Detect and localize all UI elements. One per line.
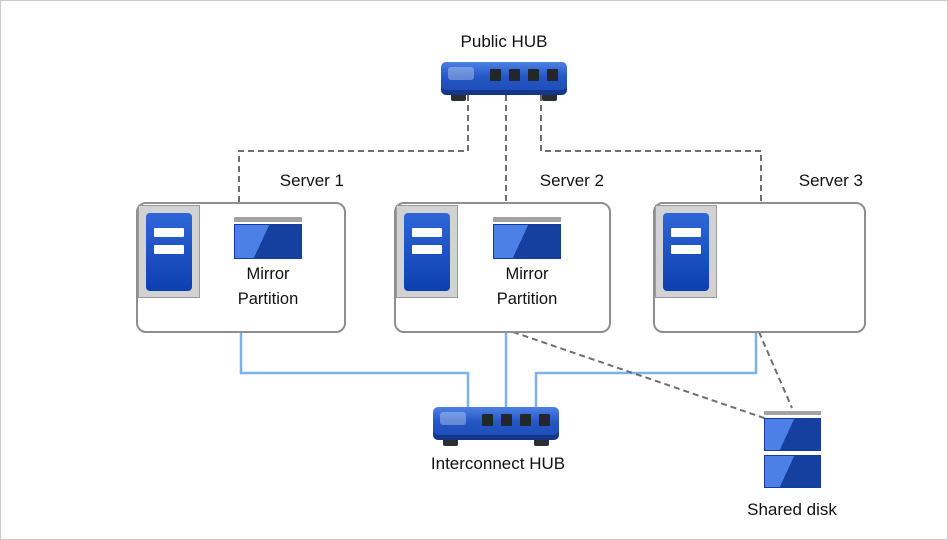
hub-port-icon: [547, 69, 558, 81]
blue-link-server1-interconnect: [239, 332, 470, 407]
hub-foot-icon: [542, 92, 557, 101]
hub-port-icon: [528, 69, 539, 81]
interconnect-hub-icon: [433, 407, 559, 446]
shared-disk-platter-icon: [764, 418, 821, 451]
dashed-link-publichub-server1: [238, 95, 469, 202]
hub-ports-icon: [482, 414, 550, 426]
hub-port-icon: [539, 414, 550, 426]
hub-body-icon: [441, 62, 567, 95]
hub-foot-icon: [443, 437, 458, 446]
dashed-link-server2-shareddisk: [512, 331, 768, 420]
hub-ports-icon: [490, 69, 558, 81]
public-hub-label: Public HUB: [460, 32, 548, 51]
hub-port-icon: [501, 414, 512, 426]
hub-port-icon: [482, 414, 493, 426]
tower-slot-icon: [412, 228, 442, 237]
dashed-link-publichub-server3: [540, 95, 762, 202]
server-2-label: Server 2: [539, 171, 604, 190]
server-2-computer-icon: [396, 205, 458, 298]
server-1-partition-cap-icon: [234, 217, 302, 222]
tower-slot-icon: [154, 245, 184, 254]
shared-disk-platter-icon: [764, 455, 821, 488]
tower-slot-icon: [412, 245, 442, 254]
server-1-mirror-partition-icon: [234, 224, 302, 259]
server-1-computer-icon: [138, 205, 200, 298]
hub-foot-icon: [451, 92, 466, 101]
server-2-mirror-partition-label: Mirror Partition: [496, 265, 558, 308]
hub-highlight-icon: [440, 412, 466, 425]
hub-body-icon: [433, 407, 559, 440]
server-1-label: Server 1: [279, 171, 344, 190]
server-2-partition-cap-icon: [493, 217, 561, 222]
server-1-mirror-partition-label: Mirror Partition: [237, 265, 299, 308]
server-tower-icon: [404, 213, 450, 291]
blue-link-server3-interconnect: [534, 332, 758, 407]
server-3-label: Server 3: [798, 171, 863, 190]
shared-disk-label: Shared disk: [747, 500, 837, 519]
tower-slot-icon: [671, 228, 701, 237]
dashed-link-server3-shareddisk: [758, 331, 793, 409]
server-tower-icon: [663, 213, 709, 291]
public-hub-icon: [441, 62, 567, 101]
server-3-computer-icon: [655, 205, 717, 298]
hub-port-icon: [509, 69, 520, 81]
interconnect-hub-label: Interconnect HUB: [430, 454, 566, 473]
hub-foot-icon: [534, 437, 549, 446]
tower-slot-icon: [154, 228, 184, 237]
hub-highlight-icon: [448, 67, 474, 80]
server-tower-icon: [146, 213, 192, 291]
hub-port-icon: [490, 69, 501, 81]
hub-port-icon: [520, 414, 531, 426]
server-1-box: [136, 202, 346, 333]
tower-slot-icon: [671, 245, 701, 254]
server-2-mirror-partition-icon: [493, 224, 561, 259]
shared-disk-cap-icon: [764, 411, 821, 415]
